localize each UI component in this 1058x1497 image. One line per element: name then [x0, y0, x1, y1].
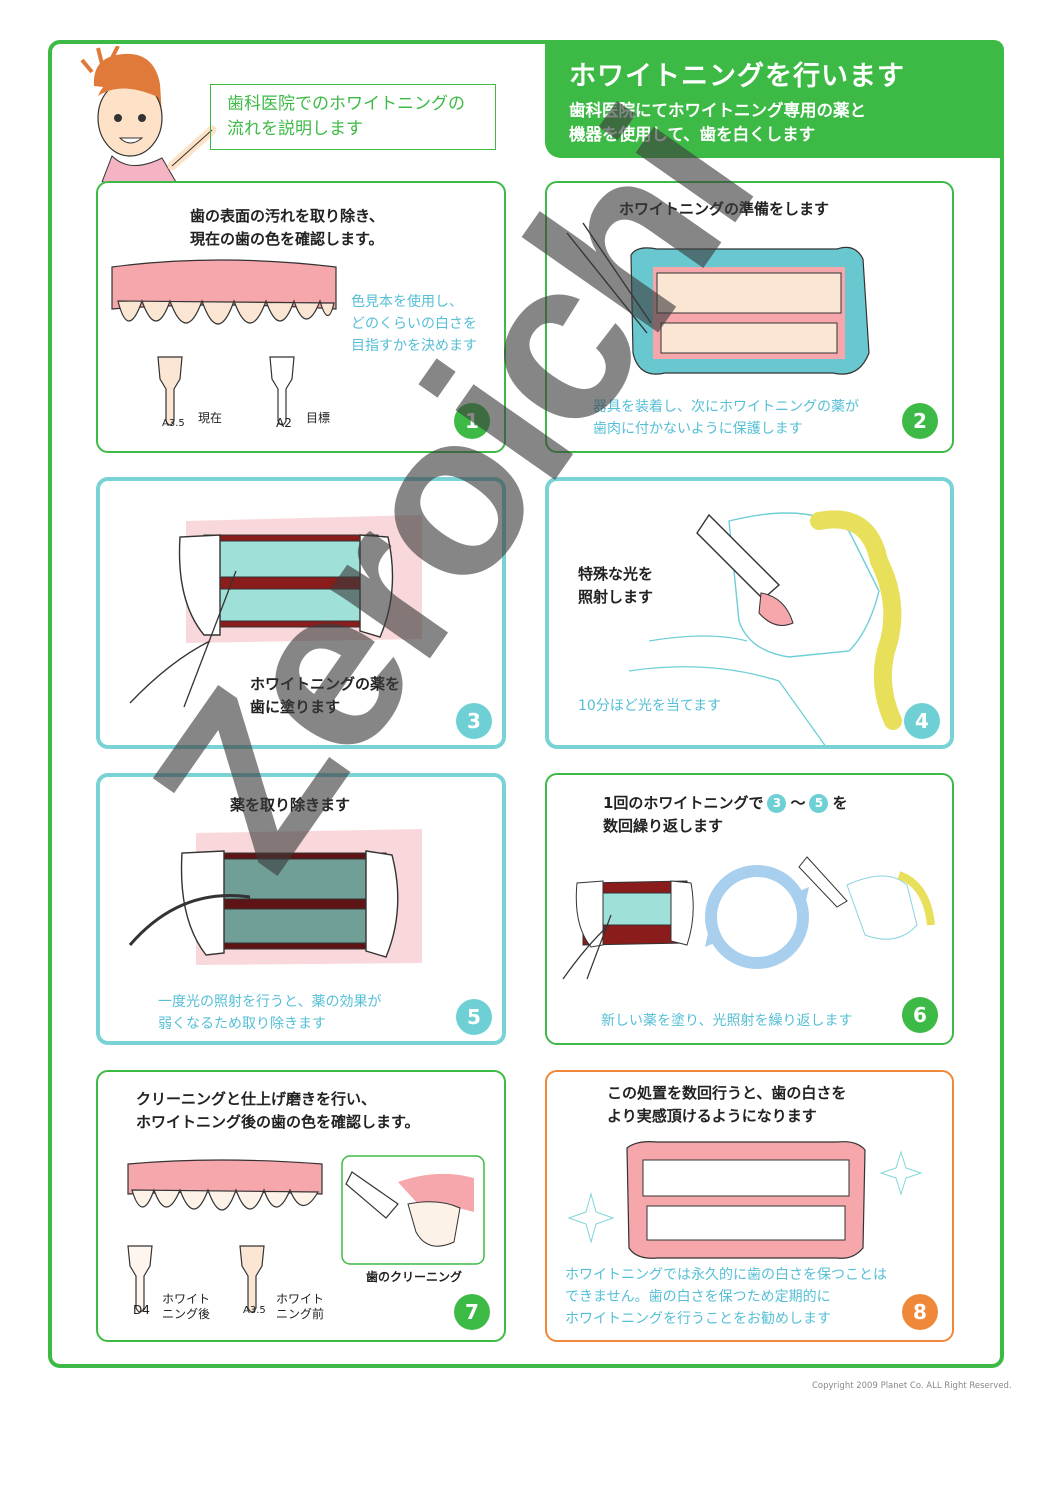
- step-8-number-badge: 8: [902, 1294, 938, 1330]
- step-7-caption: クリーニングと仕上げ磨きを行い、 ホワイトニング後の歯の色を確認します。: [136, 1090, 420, 1131]
- step-8-note: ホワイトニングでは永久的に歯の白さを保つことは できません。歯の白さを保つため定…: [565, 1267, 887, 1327]
- shade-tab-current-code: A3.5: [162, 418, 185, 429]
- assistant-mascot-illustration: [80, 46, 217, 182]
- step-ref-chip-5: 5: [809, 794, 829, 813]
- step-1-caption: 歯の表面の汚れを取り除き、 現在の歯の色を確認します。: [190, 207, 384, 248]
- step-4-number-badge: 4: [904, 703, 940, 739]
- shade-tab-after-label: ホワイト ニング後: [162, 1292, 211, 1321]
- step-3-number-badge: 3: [456, 703, 492, 739]
- step-3-card: ホワイトニングの薬を 歯に塗ります 3: [96, 477, 506, 749]
- step-5-card: 薬を取り除きます 一度光の照射を行うと、薬の効果が 弱くなるため取り除きます 5: [96, 773, 506, 1045]
- shade-tab-before-code: A3.5: [243, 1305, 266, 1316]
- step-4-card: 特殊な光を 照射します 10分ほど光を当てます 4: [545, 477, 954, 749]
- step-4-caption: 特殊な光を 照射します: [578, 565, 654, 606]
- step-5-note: 一度光の照射を行うと、薬の効果が 弱くなるため取り除きます: [158, 994, 382, 1032]
- upper-teeth-illustration: [111, 259, 337, 426]
- step-1-card: 歯の表面の汚れを取り除き、 現在の歯の色を確認します。 色見本を使用し、 どのく…: [96, 181, 506, 453]
- white-teeth-illustration: [567, 1141, 923, 1259]
- step-6-note: 新しい薬を塗り、光照射を繰り返します: [601, 1013, 853, 1029]
- cleaning-shade-illustration: [127, 1155, 485, 1313]
- step-7-number-badge: 7: [454, 1294, 490, 1330]
- page-subtitle: 歯科医院にてホワイトニング専用の薬と 機器を使用して、歯を白くします: [569, 101, 866, 144]
- cleaning-inset-label: 歯のクリーニング: [366, 1270, 463, 1284]
- step-2-caption: ホワイトニングの準備をします: [619, 200, 830, 218]
- step-2-number-badge: 2: [902, 403, 938, 439]
- step-2-card: ホワイトニングの準備をします 器具を装着し、次にホワイトニングの薬が 歯肉に付か…: [545, 181, 954, 453]
- page-title: ホワイトニングを行います: [569, 61, 905, 92]
- step-7-card: クリーニングと仕上げ磨きを行い、 ホワイトニング後の歯の色を確認します。 D4 …: [96, 1070, 506, 1342]
- step-3-caption: ホワイトニングの薬を 歯に塗ります: [250, 675, 401, 716]
- repeat-cycle-illustration: [562, 856, 935, 980]
- step-2-note: 器具を装着し、次にホワイトニングの薬が 歯肉に付かないように保護します: [593, 399, 859, 437]
- shade-tab-target-label: 目標: [306, 411, 331, 425]
- retractor-teeth-illustration: [566, 222, 870, 375]
- step-1-note: 色見本を使用し、 どのくらいの白さを 目指すかを決めます: [351, 294, 477, 354]
- copyright-notice: Copyright 2009 Planet Co. ALL Right Rese…: [812, 1381, 1012, 1391]
- step-8-caption: この処置を数回行うと、歯の白さを より実感頂けるようになります: [607, 1084, 847, 1125]
- title-banner: ホワイトニングを行います 歯科医院にてホワイトニング専用の薬と 機器を使用して、…: [545, 40, 1004, 158]
- shade-tab-before-label: ホワイト ニング前: [276, 1292, 325, 1321]
- shade-tab-current-label: 現在: [198, 411, 223, 425]
- step-6-number-badge: 6: [902, 997, 938, 1033]
- step-5-caption: 薬を取り除きます: [230, 796, 351, 814]
- step-ref-chip-3: 3: [767, 794, 787, 813]
- shade-tab-target-code: A2: [276, 416, 292, 430]
- step-8-card: この処置を数回行うと、歯の白さを より実感頂けるようになります ホワイトニングで…: [545, 1070, 954, 1342]
- step-5-number-badge: 5: [456, 999, 492, 1035]
- light-irradiation-illustration: [628, 510, 902, 745]
- shade-tab-after-code: D4: [133, 1303, 150, 1317]
- page-frame: [48, 40, 1004, 1368]
- apply-gel-illustration: [129, 515, 422, 708]
- step-4-note: 10分ほど光を当てます: [578, 698, 722, 714]
- speech-bubble: 歯科医院でのホワイトニングの 流れを説明します: [210, 84, 496, 150]
- remove-gel-illustration: [128, 829, 422, 965]
- step-1-number-badge: 1: [454, 403, 490, 439]
